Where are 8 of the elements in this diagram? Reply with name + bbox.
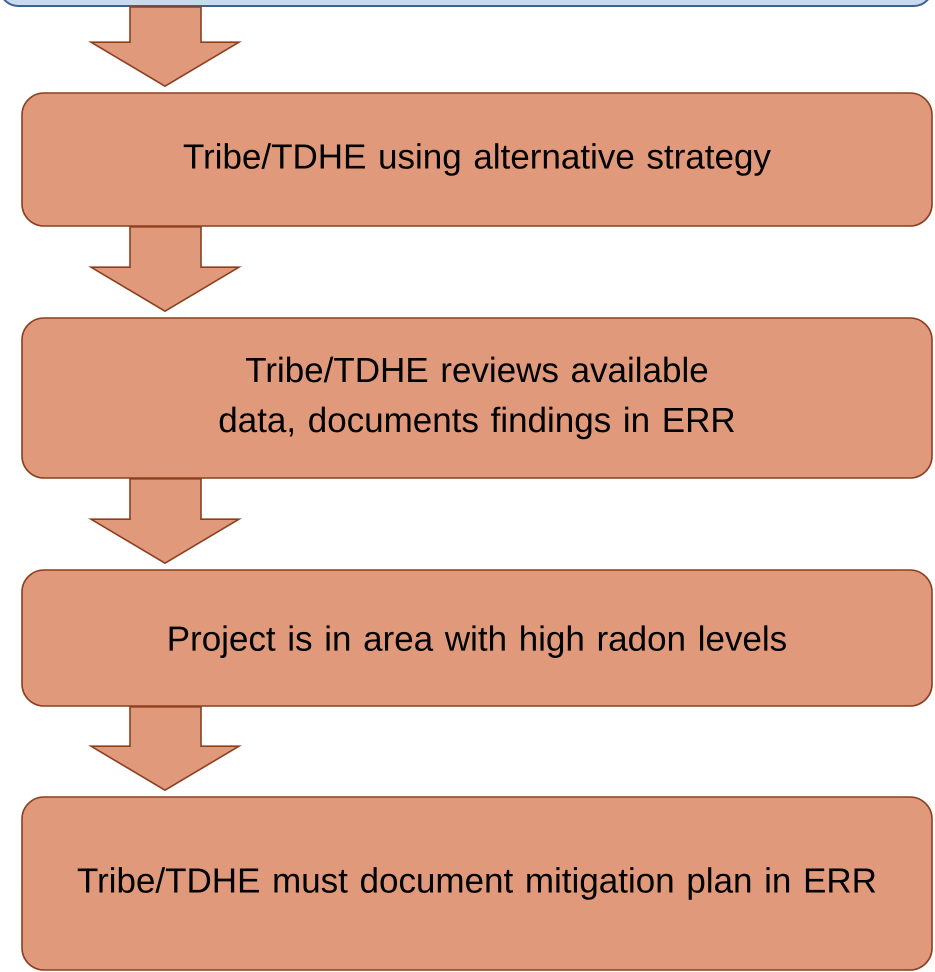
process-box: Tribe/TDHE must document mitigation plan in ERR — [21, 796, 933, 971]
block-arrow — [88, 226, 242, 312]
process-box: Project is in area with high radon levels — [21, 569, 933, 707]
process-box: Tribe/TDHE using alternative strategy — [21, 92, 933, 227]
block-arrow — [88, 6, 242, 88]
process-box: Tribe/TDHE reviews available data, documents findings in ERR — [21, 317, 933, 479]
block-arrow — [88, 706, 242, 792]
block-arrow — [88, 478, 242, 564]
